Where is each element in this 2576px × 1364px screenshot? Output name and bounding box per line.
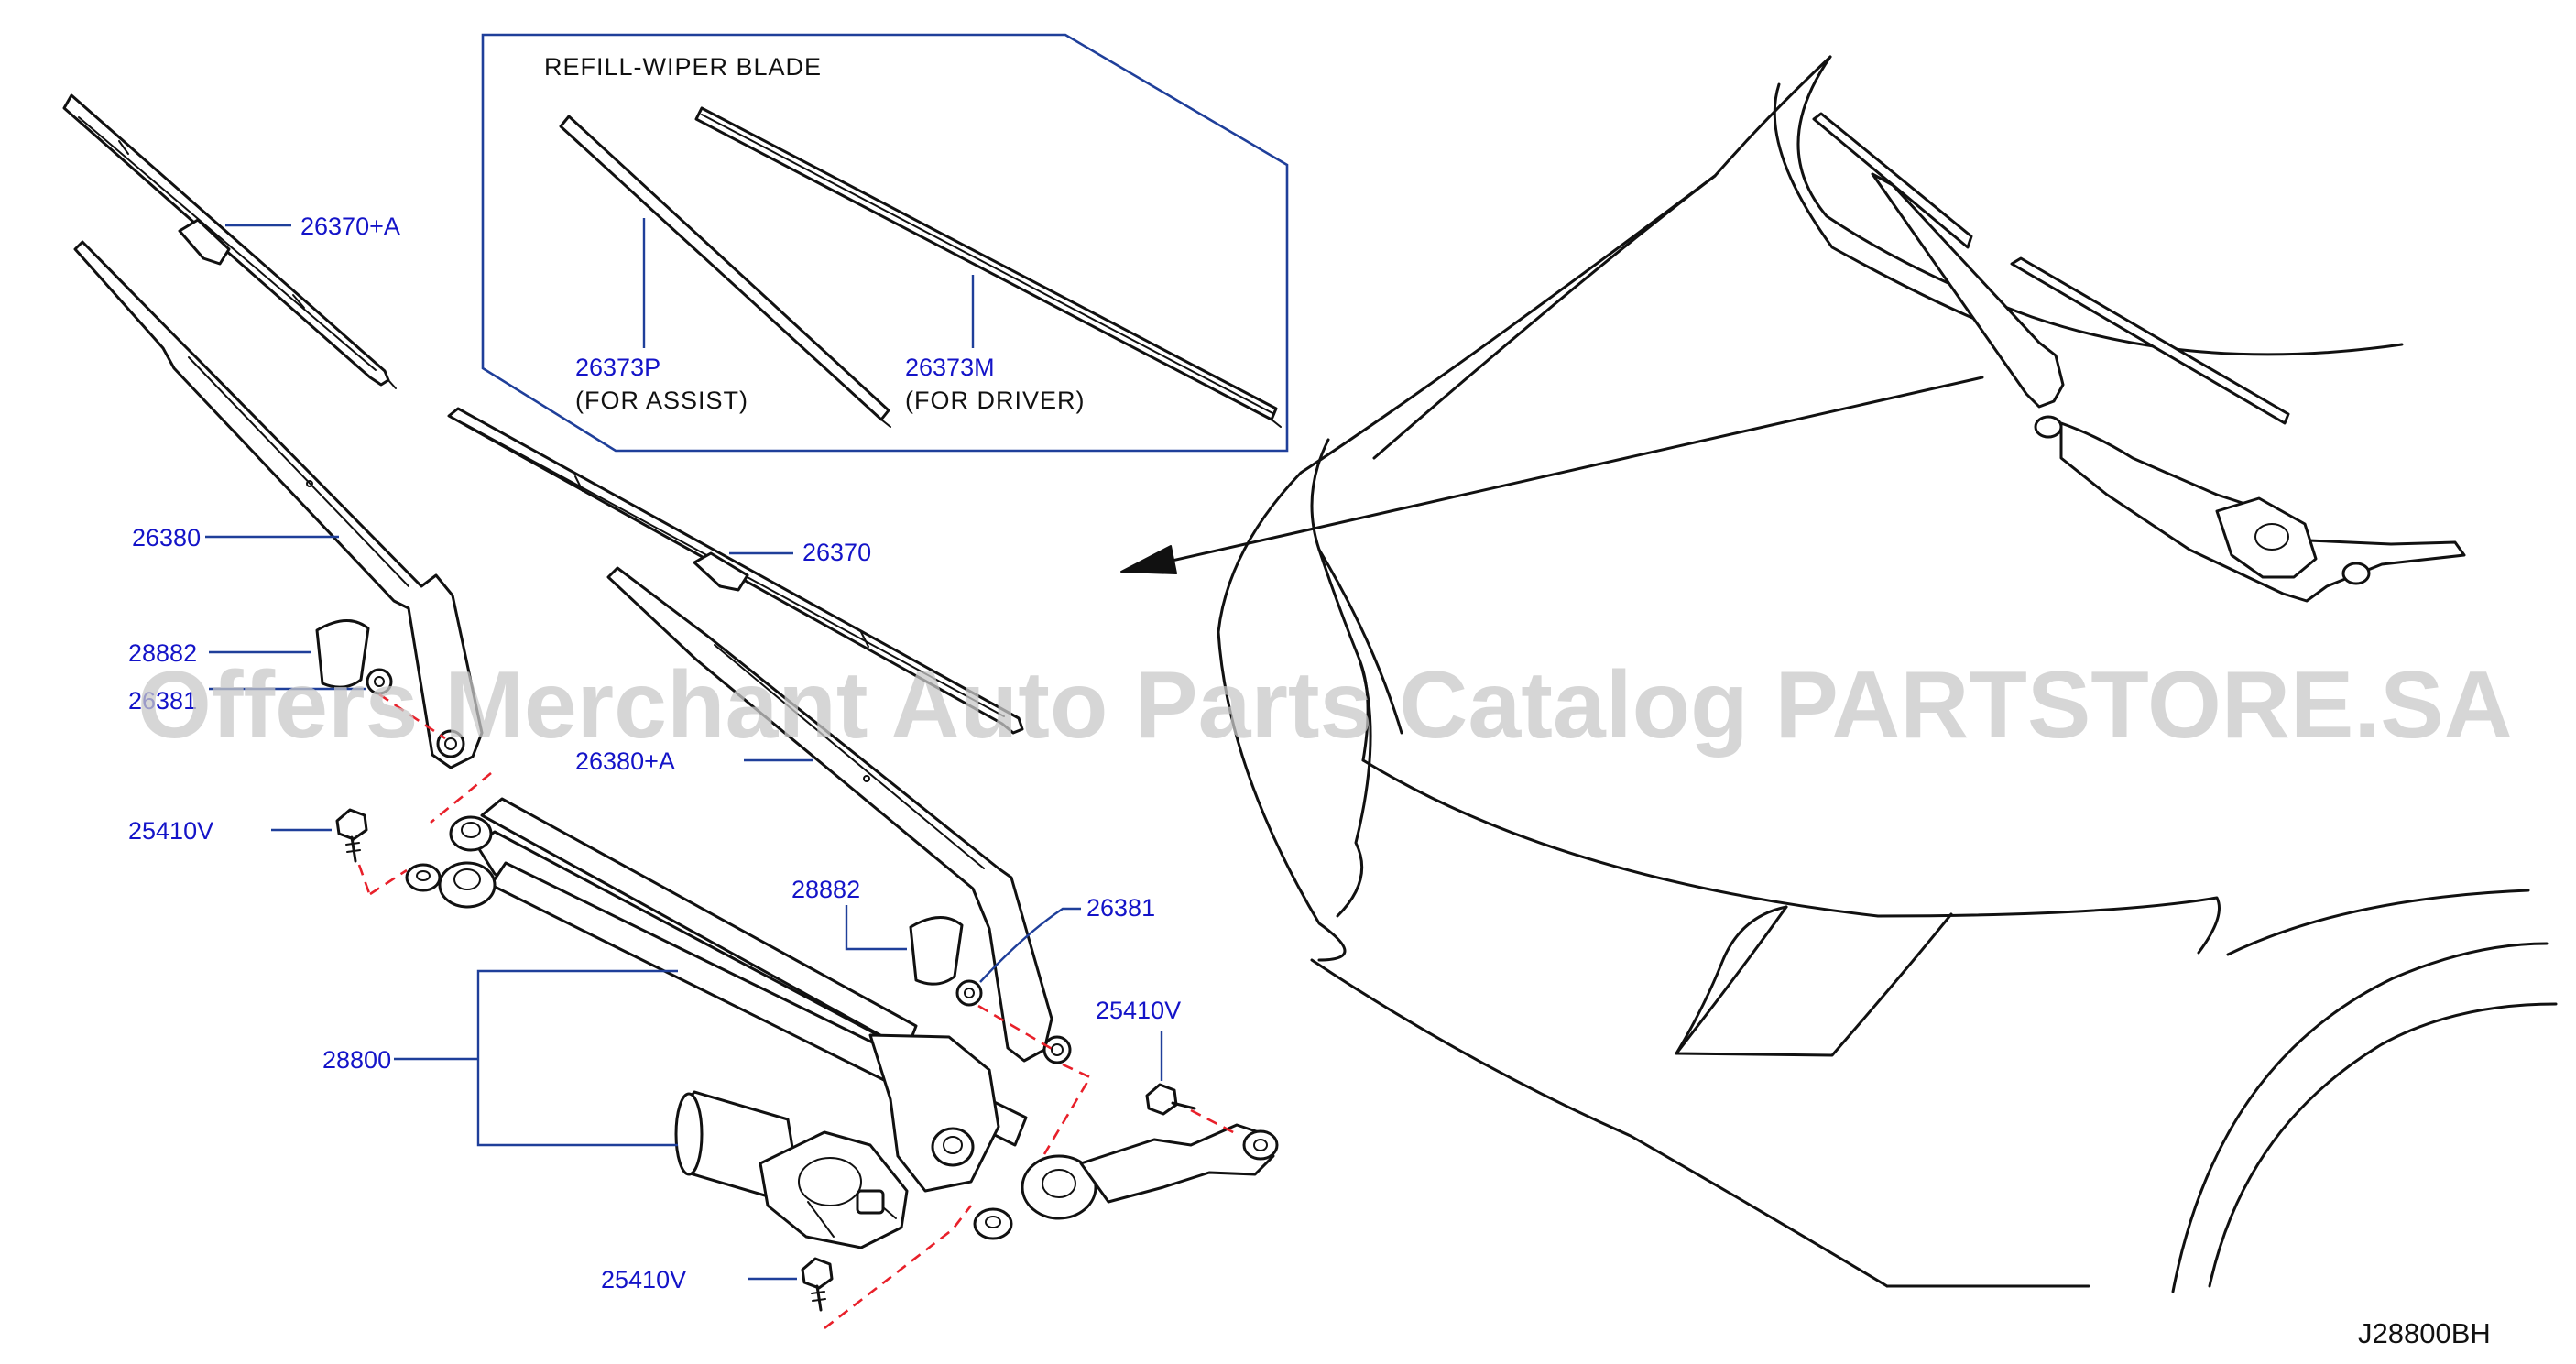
inset-frame — [481, 33, 1289, 453]
label-26370[interactable]: 26370 — [802, 539, 871, 566]
inset-title: REFILL-WIPER BLADE — [544, 53, 822, 81]
label-25410V-left[interactable]: 25410V — [128, 817, 213, 845]
bolt-bottom — [801, 1257, 834, 1312]
refill-strip-driver — [694, 106, 1282, 428]
left-pivot — [405, 815, 497, 909]
bolt-left — [335, 808, 368, 863]
label-25410V-bottom[interactable]: 25410V — [601, 1266, 686, 1293]
label-26381-left[interactable]: 26381 — [128, 687, 197, 715]
vehicle-wiper-thumbnail — [1812, 112, 2466, 603]
refill-strip-assist — [559, 115, 891, 428]
label-26373P[interactable]: 26373P — [575, 354, 660, 381]
label-26373M[interactable]: 26373M — [905, 354, 995, 381]
label-26380A[interactable]: 26380+A — [575, 747, 675, 775]
watermark: Offers Merchant Auto Parts Catalog PARTS… — [137, 652, 2513, 758]
wiper-linkage-assembly — [405, 797, 1279, 1249]
label-28800[interactable]: 28800 — [322, 1046, 391, 1074]
wiper-blade-driver — [447, 407, 1024, 735]
pivot-nut-driver — [955, 979, 983, 1007]
callout-arrow — [1120, 376, 1984, 574]
wiper-arm-driver — [606, 566, 1072, 1064]
bolt-right — [1145, 1083, 1196, 1116]
note-for-driver: (FOR DRIVER) — [905, 387, 1086, 414]
assembly-guide-lines — [357, 693, 1238, 1330]
refill-inset: REFILL-WIPER BLADE 26373P (FOR ASSIST) 2… — [481, 33, 1289, 453]
leader-28800-bracket — [476, 969, 678, 1147]
diagram-code: J28800BH — [2358, 1317, 2491, 1349]
label-26370A[interactable]: 26370+A — [300, 213, 400, 240]
pivot-cap-assist — [315, 619, 370, 689]
label-28882-right[interactable]: 28882 — [791, 876, 860, 903]
wiper-blade-assist — [62, 93, 397, 389]
wiper-motor — [674, 1090, 909, 1249]
pivot-nut-assist — [366, 668, 393, 695]
leader-28882-right — [845, 905, 907, 951]
note-for-assist: (FOR ASSIST) — [575, 387, 748, 414]
leader-26381-right — [979, 907, 1081, 983]
label-26380[interactable]: 26380 — [132, 524, 201, 551]
label-25410V-right[interactable]: 25410V — [1096, 997, 1181, 1024]
label-26381-right[interactable]: 26381 — [1086, 894, 1155, 922]
label-28882-left[interactable]: 28882 — [128, 639, 197, 667]
pivot-cap-driver — [909, 916, 964, 986]
right-pivot — [973, 1154, 1097, 1240]
